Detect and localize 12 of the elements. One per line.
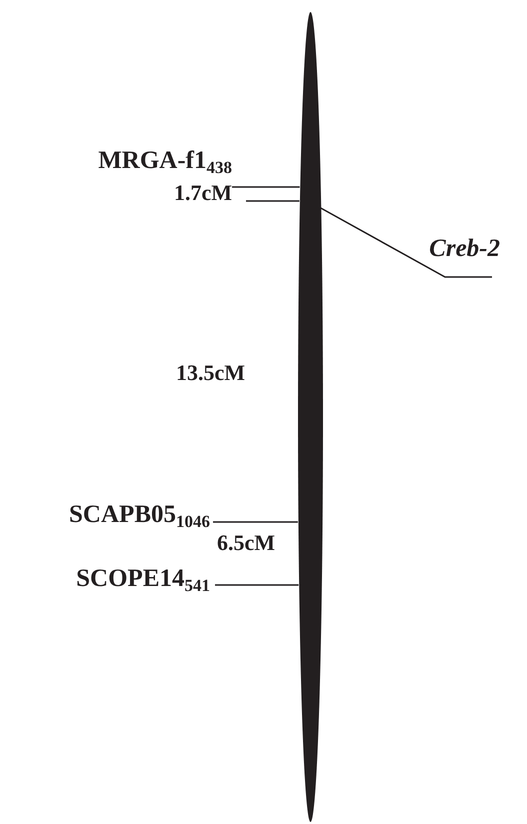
marker-label: SCAPB05$_{1046}$ (8, 502, 210, 534)
leader-line (213, 521, 298, 523)
leader-line (215, 584, 299, 586)
leader-line (232, 186, 300, 188)
marker-label: MRGA-f1$_{438}$ (20, 148, 232, 180)
chromosome-bar (298, 12, 322, 822)
marker-label: SCOPE14$_{541}$ (16, 566, 210, 598)
distance-label: 13.5cM (174, 362, 245, 384)
leader-line (320, 207, 492, 278)
distance-label: 1.7cM (172, 182, 232, 204)
marker-label: Creb-2 (420, 236, 500, 277)
distance-label: 6.5cM (216, 532, 275, 554)
